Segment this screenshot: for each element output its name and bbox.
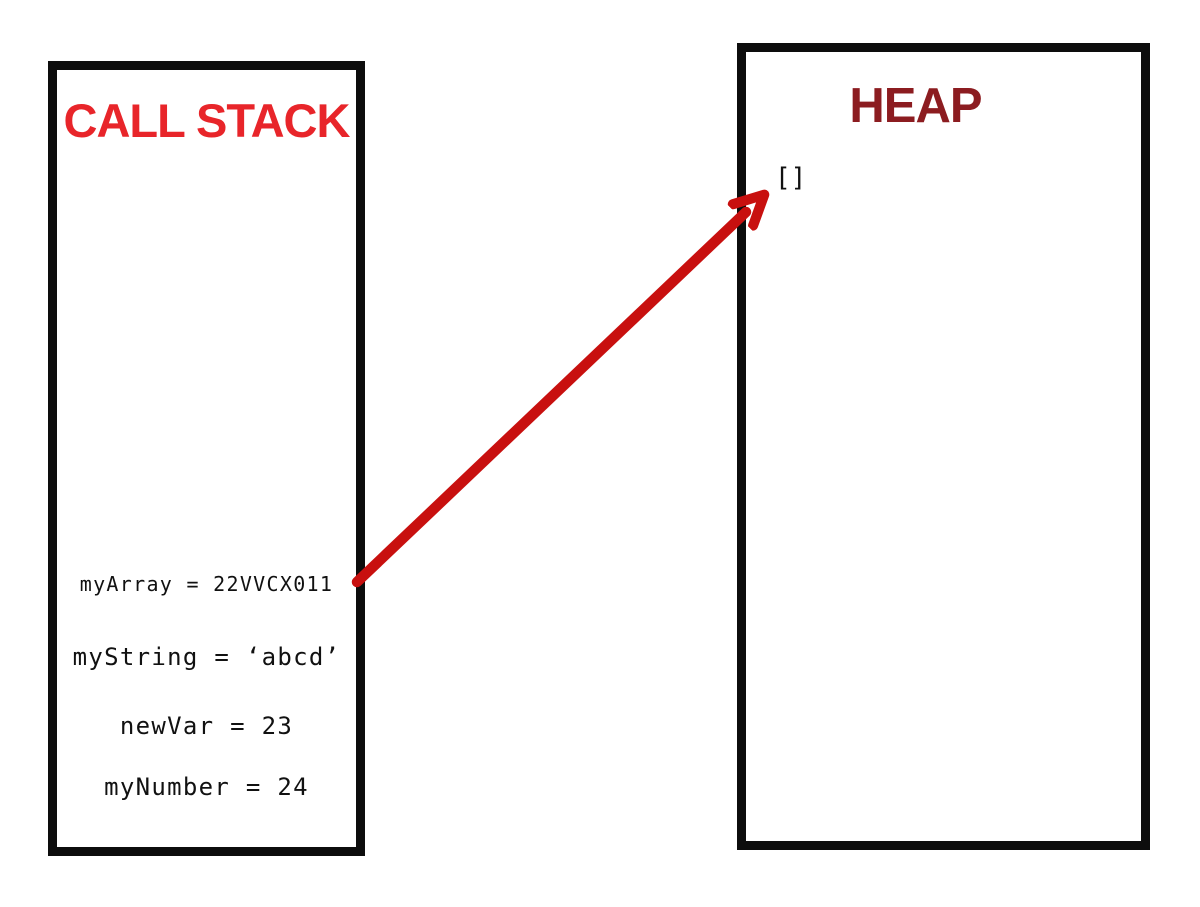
stack-variable-myarray: myArray = 22VVCX011 xyxy=(79,572,334,596)
stack-variable-mystring: myString = ‘abcd’ xyxy=(72,643,341,671)
heap-array-object: [] xyxy=(775,163,807,193)
stack-variable-mynumber: myNumber = 24 xyxy=(104,773,309,801)
heap-title: HEAP xyxy=(849,79,982,133)
call-stack-title: CALL STACK xyxy=(63,94,351,147)
call-stack-box xyxy=(48,61,365,856)
stack-variable-newvar: newVar = 23 xyxy=(119,712,294,740)
